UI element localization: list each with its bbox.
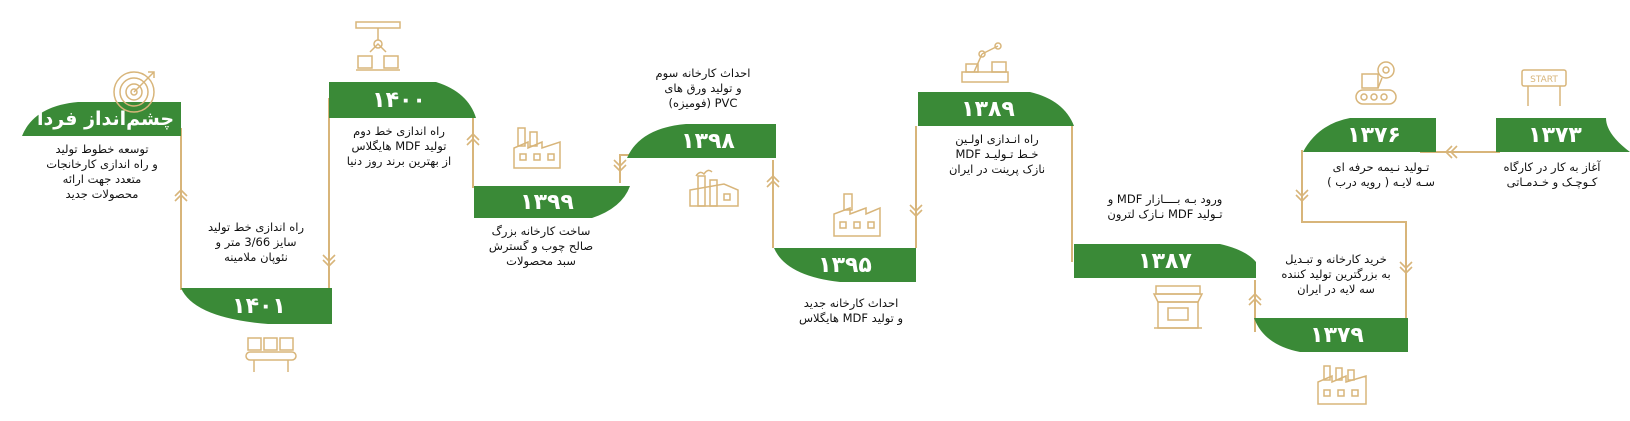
desc-1376: تـولید نـیمه حرفه ای سـه لایـه ( رویه در… — [1327, 160, 1435, 189]
desc-1398: احداث کارخانه سوم و تولید ورق های PVC (ف… — [655, 66, 751, 110]
connector-arrows — [174, 132, 1458, 306]
chimney-factory-icon — [689, 169, 739, 207]
tab-1387 — [1074, 244, 1256, 278]
year-1387: ۱۳۸۷ — [1138, 248, 1192, 274]
desc-1395: احداث کارخانه جدید و تولید MDF هایگلاس — [798, 296, 904, 325]
gantry-robot-icon — [355, 21, 401, 71]
tab-1376 — [1303, 118, 1436, 152]
tab-1401 — [181, 288, 332, 324]
tab-1389 — [918, 92, 1074, 126]
tab-1398 — [627, 124, 776, 158]
start-sign-icon: START — [1521, 69, 1567, 106]
year-1398: ۱۳۹۸ — [681, 128, 735, 154]
tab-1379 — [1254, 318, 1408, 352]
year-1379: ۱۳۷۹ — [1310, 322, 1364, 348]
tab-1373 — [1496, 118, 1630, 152]
desc-1401: راه اندازی خط تولید سایز 3/66 متر و نئوپ… — [207, 220, 305, 264]
year-1395: ۱۳۹۵ — [818, 252, 872, 278]
robot-arm-icon — [961, 42, 1009, 83]
year-1376: ۱۳۷۶ — [1347, 122, 1401, 148]
target-icon — [113, 71, 155, 113]
shop-icon — [1152, 285, 1204, 329]
desc-1399: ساخت کارخانه بزرگ صالح چوب و گسترش سبد م… — [488, 224, 594, 268]
desc-1387: ورود بـه بــــازار MDF و تـولید MDF نـاز… — [1107, 192, 1223, 221]
svg-text:START: START — [1530, 75, 1558, 85]
year-tabs — [22, 82, 1630, 352]
year-1373: ۱۳۷۳ — [1528, 122, 1582, 148]
tab-1395 — [774, 248, 916, 282]
year-1400: ۱۴۰۰ — [372, 87, 426, 113]
conveyor-robot-icon — [1355, 61, 1397, 105]
tab-1400 — [329, 82, 476, 118]
tab-1399 — [474, 186, 630, 218]
desc-1379: خرید کارخانه و تبـدیل به بزرگترین تولید … — [1281, 252, 1391, 296]
timeline-connector — [180, 98, 1500, 332]
year-1399: ۱۳۹۹ — [520, 189, 574, 215]
year-1401: ۱۴۰۱ — [232, 293, 286, 319]
vision-title: چشم‌انداز فردا — [36, 108, 175, 130]
factory-icon — [513, 127, 561, 169]
conveyor-boxes-icon — [245, 337, 297, 372]
factory-icon — [1317, 365, 1367, 405]
desc-1373: آغاز به کار در کارگاه کـوچـک و خـدمـاتی — [1503, 160, 1601, 189]
desc-1400: راه اندازی خط دوم تولید MDF هایگلاس از ب… — [346, 124, 452, 168]
factory-icon — [833, 193, 881, 237]
desc-1389: راه انـدازی اولـین خـط تـولیـد MDF نازک … — [948, 132, 1046, 176]
year-1389: ۱۳۸۹ — [961, 96, 1015, 122]
vision-description: توسعه خطوط تولید و راه اندازی کارخانجات … — [46, 142, 158, 201]
